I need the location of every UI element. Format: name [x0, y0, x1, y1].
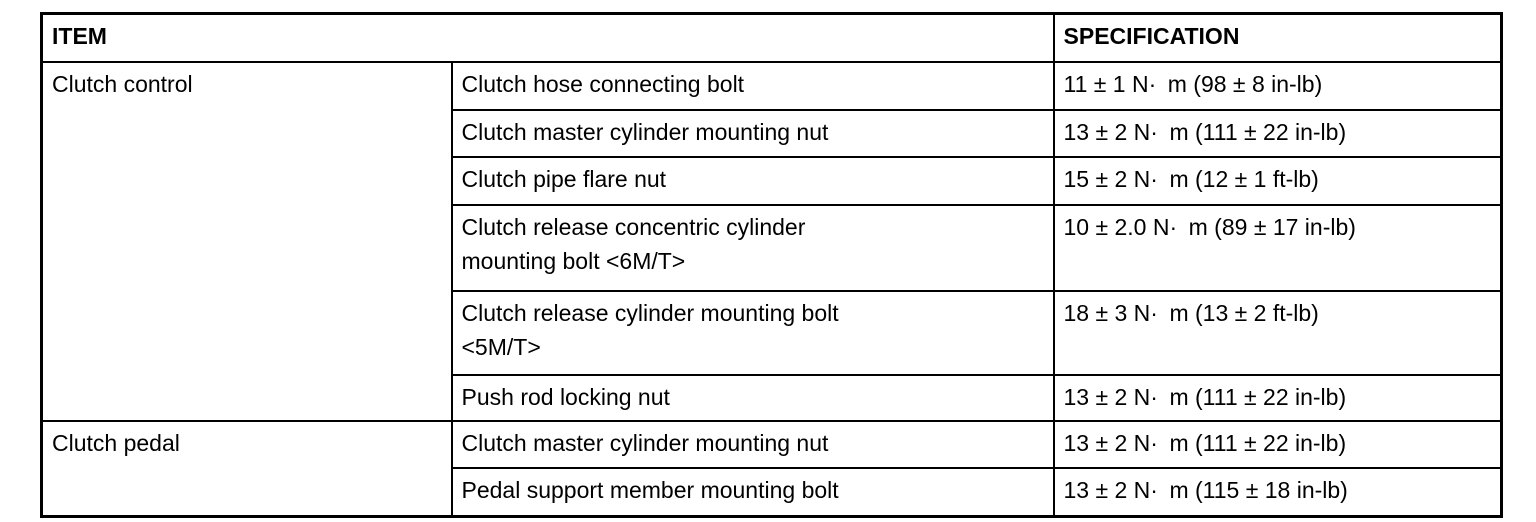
torque-spec-table: ITEM SPECIFICATION Clutch control Clutch…	[40, 12, 1504, 518]
component-cell: Clutch master cylinder mounting nut	[450, 108, 1055, 158]
spec-cell: 13 ± 2 N· m (115 ± 18 in-lb)	[1052, 466, 1503, 518]
table-row: Clutch master cylinder mounting nut 13 ±…	[42, 108, 1503, 158]
component-cell: Clutch release cylinder mounting bolt <5…	[450, 289, 1055, 376]
table-row: Clutch control Clutch hose connecting bo…	[40, 60, 1503, 422]
spec-cell: 13 ± 2 N· m (111 ± 22 in-lb)	[1052, 373, 1503, 422]
header-cell-item: ITEM	[40, 12, 1055, 63]
component-cell: Pedal support member mounting bolt	[450, 466, 1055, 518]
spec-cell: 18 ± 3 N· m (13 ± 2 ft-lb)	[1052, 289, 1503, 376]
table-row: Clutch pipe flare nut 15 ± 2 N· m (12 ± …	[42, 155, 1503, 206]
component-cell: Clutch pipe flare nut	[450, 155, 1055, 206]
table-row: Clutch pedal Clutch master cylinder moun…	[40, 419, 1503, 518]
table-row: Pedal support member mounting bolt 13 ± …	[42, 466, 1503, 518]
spec-cell: 13 ± 2 N· m (111 ± 22 in-lb)	[1052, 108, 1503, 158]
component-cell: Clutch hose connecting bolt	[450, 60, 1055, 111]
component-cell: Push rod locking nut	[450, 373, 1055, 422]
component-cell: Clutch master cylinder mounting nut	[450, 419, 1055, 469]
header-cell-specification: SPECIFICATION	[1052, 12, 1503, 63]
table-row: Clutch release concentric cylinder mount…	[42, 203, 1503, 292]
table-header-row: ITEM SPECIFICATION	[40, 12, 1503, 63]
table-row: Clutch release cylinder mounting bolt <5…	[42, 289, 1503, 376]
item-group-cell-clutch-control: Clutch control	[40, 60, 453, 422]
spec-cell: 13 ± 2 N· m (111 ± 22 in-lb)	[1052, 419, 1503, 469]
spec-cell: 11 ± 1 N· m (98 ± 8 in-lb)	[1052, 60, 1503, 111]
spec-cell: 15 ± 2 N· m (12 ± 1 ft-lb)	[1052, 155, 1503, 206]
table-row: Push rod locking nut 13 ± 2 N· m (111 ± …	[42, 373, 1503, 422]
component-cell: Clutch release concentric cylinder mount…	[450, 203, 1055, 292]
spec-cell: 10 ± 2.0 N· m (89 ± 17 in-lb)	[1052, 203, 1503, 292]
item-group-cell-clutch-pedal: Clutch pedal	[40, 419, 453, 518]
